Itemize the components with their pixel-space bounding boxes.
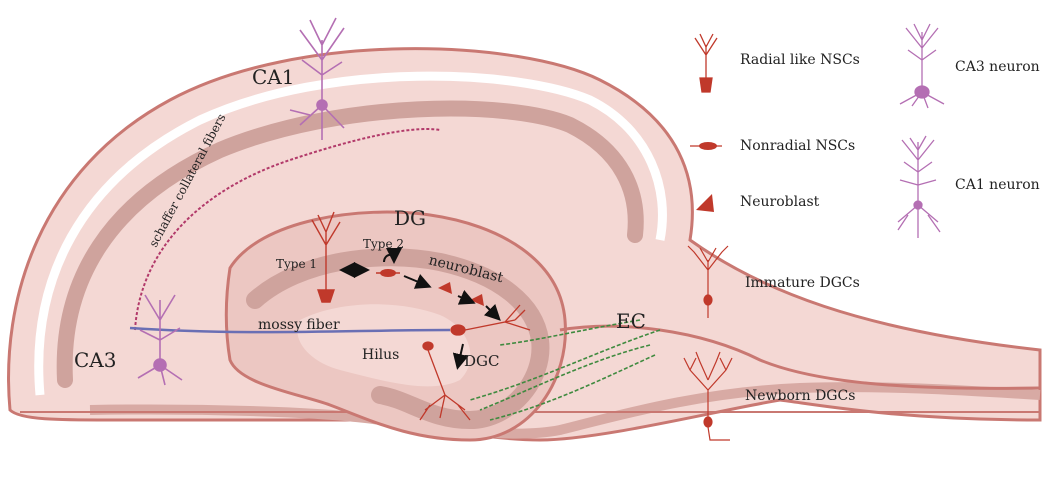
newborn-dgc-icon <box>683 351 733 441</box>
immature-dgc-icon <box>687 245 729 318</box>
radial-nsc-icon <box>694 33 718 93</box>
newborn-dgc-in-tissue <box>419 341 471 421</box>
ca1-neuron-in-tissue <box>289 17 345 140</box>
legend-label-newborn-dgc: Newborn DGCs <box>745 388 855 404</box>
legend-label-ca3-neuron: CA3 neuron <box>955 59 1040 75</box>
ca1-label: CA1 <box>252 65 294 89</box>
hilus-region <box>297 304 471 387</box>
lineage-arrows <box>339 247 501 370</box>
pyramidal-band <box>56 100 644 388</box>
type2-label: Type 2 <box>363 237 404 251</box>
legend-label-immature-dgc: Immature DGCs <box>745 275 860 291</box>
legend-label-nonradial-nsc: Nonradial NSCs <box>740 138 855 154</box>
mossy-fiber-label: mossy fiber <box>258 317 340 333</box>
legend-label-neuroblast: Neuroblast <box>740 194 820 210</box>
schaffer-collateral-fiber <box>134 128 441 331</box>
radial-nsc-type1 <box>311 211 341 303</box>
legend-label-ca1-neuron: CA1 neuron <box>955 177 1040 193</box>
legend: Radial like NSCs Nonradial NSCs Neurobla… <box>683 23 1040 441</box>
ca3-neuron-icon <box>899 23 945 109</box>
type1-label: Type 1 <box>276 257 317 271</box>
hippocampus-tissue <box>7 47 1042 442</box>
perforant-path-fibers <box>469 319 661 421</box>
nonradial-nsc-type2 <box>376 269 400 277</box>
ca3-neuron-in-tissue <box>137 294 183 386</box>
hilus-label: Hilus <box>362 347 399 363</box>
ca3-label: CA3 <box>74 348 116 372</box>
ec-label: EC <box>616 309 646 333</box>
dg-label: DG <box>394 206 426 230</box>
neuroblast-icon <box>696 194 714 212</box>
ec-tail <box>559 324 1041 390</box>
nonradial-nsc-icon <box>690 142 722 150</box>
ca1-neuron-icon <box>897 135 941 238</box>
immature-dgc-in-tissue <box>450 304 531 336</box>
dgc-label: DGC <box>464 352 500 370</box>
granule-layer <box>246 248 550 430</box>
legend-label-radial-nsc: Radial like NSCs <box>740 52 860 68</box>
neuroblasts-in-tissue <box>438 282 484 306</box>
tissue-white-band <box>34 71 667 396</box>
